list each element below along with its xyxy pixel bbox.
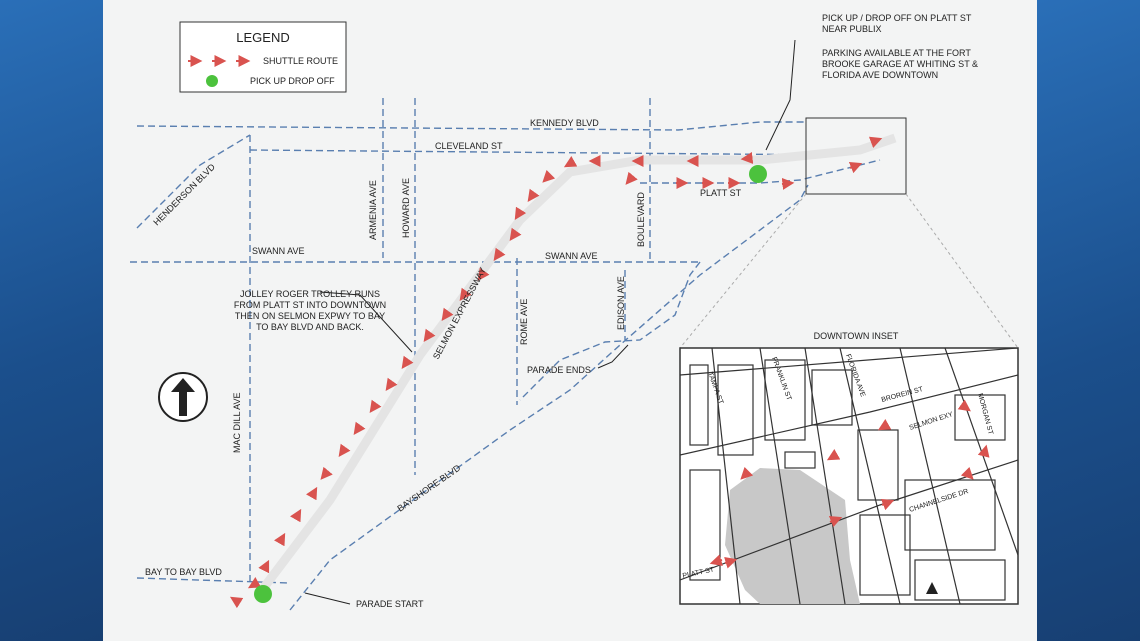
note-pickup-line1: PICK UP / DROP OFF ON PLATT ST [822,13,972,23]
inset-title: DOWNTOWN INSET [814,331,899,341]
label-macdill: MAC DILL AVE [232,392,242,453]
label-bayshore: BAYSHORE BLVD [395,462,462,513]
note-parade-start: PARADE START [356,599,424,609]
label-cleveland: CLEVELAND ST [435,141,503,151]
legend-pickup-dot-icon [206,75,218,87]
street-platt [640,159,881,184]
street-cleveland [249,139,881,156]
route-corridor [258,133,897,593]
label-howard: HOWARD AVE [401,178,411,238]
inset-marker-icon [926,582,938,594]
legend-title: LEGEND [236,30,289,45]
label-armenia: ARMENIA AVE [368,180,378,240]
street-swann-curve [519,261,701,401]
pickup-dot-platt-icon [749,165,767,183]
parade-ends-leader [597,344,629,369]
trolley-leader [319,291,413,353]
background-right [1037,0,1140,641]
street-kennedy [136,121,805,131]
label-henderson: HENDERSON BLVD [151,161,217,227]
note-trolley-line4: TO BAY BLVD AND BACK. [256,322,364,332]
note-pickup-line2: NEAR PUBLIX [822,24,882,34]
north-arrow-icon [158,372,208,422]
label-bay-to-bay: BAY TO BAY BLVD [145,567,222,577]
street-bayshore [289,184,809,611]
label-swann-left: SWANN AVE [252,246,305,256]
note-parade-ends: PARADE ENDS [527,365,591,375]
street-henderson [136,134,251,229]
parade-start-leader [304,592,351,605]
shuttle-route-arrows [229,136,883,609]
leader-lines [304,39,796,605]
note-trolley-line2: FROM PLATT ST INTO DOWNTOWN [234,300,386,310]
note-parking-line1: PARKING AVAILABLE AT THE FORT [822,48,971,58]
note-trolley-line1: JOLLEY ROGER TROLLEY RUNS [240,289,380,299]
background-left [0,0,103,641]
label-kennedy: KENNEDY BLVD [530,118,599,128]
legend-shuttle-route-label: SHUTTLE ROUTE [263,56,338,66]
label-selmon: SELMON EXPRESSWAY [431,266,488,361]
inset-park-area [725,468,860,604]
label-platt: PLATT ST [700,188,742,198]
note-parking-line3: FLORIDA AVE DOWNTOWN [822,70,938,80]
inset-connector-right [905,193,1019,349]
downtown-inset: DOWNTOWN INSET [679,331,1019,605]
label-boulevard: BOULEVARD [636,192,646,247]
label-edison: EDISON AVE [616,276,626,330]
inset-route-arrows [709,399,990,569]
pickup-leader [765,39,796,151]
downtown-box [805,117,907,195]
legend: LEGEND SHUTTLE ROUTE PICK UP DROP OFF [179,21,347,93]
note-parking-line2: BROOKE GARAGE AT WHITING ST & [822,59,978,69]
label-rome: ROME AVE [519,299,529,345]
note-trolley-line3: THEN ON SELMON EXPWY TO BAY [235,311,385,321]
legend-pickup-label: PICK UP DROP OFF [250,76,335,86]
inset-connector-left [679,193,807,349]
label-swann-right: SWANN AVE [545,251,598,261]
pickup-dot-bay-to-bay-icon [254,585,272,603]
